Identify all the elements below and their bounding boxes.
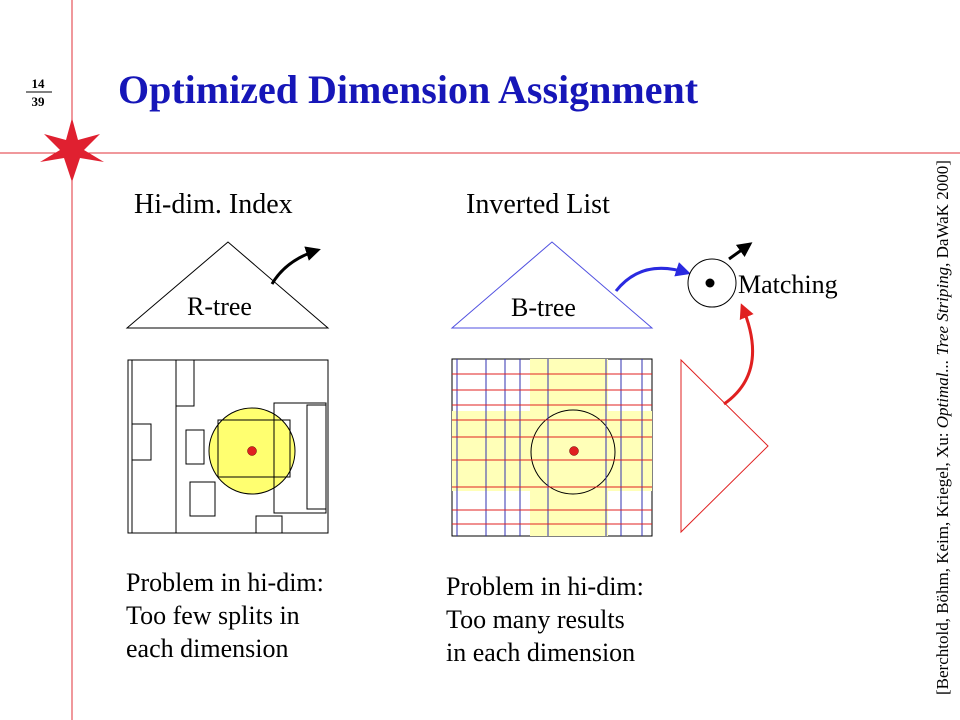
matching-dot xyxy=(705,278,715,288)
query-point xyxy=(569,446,579,456)
b-tree-to-matching-arrow xyxy=(614,262,691,292)
slide-title: Optimized Dimension Assignment xyxy=(118,67,699,112)
right-problem-line: Too many results xyxy=(446,605,625,634)
inverted-list-heading: Inverted List xyxy=(466,189,610,220)
star-icon xyxy=(40,118,104,182)
matching-label: Matching xyxy=(738,270,838,299)
left-problem-line: each dimension xyxy=(126,634,289,663)
b-tree-label: B-tree xyxy=(511,293,576,322)
right-problem-text: Problem in hi-dim: Too many results in e… xyxy=(446,570,644,669)
matching-exit-arrow xyxy=(728,242,753,261)
funnel-triangle xyxy=(680,358,769,534)
left-problem-line: Too few splits in xyxy=(126,601,300,630)
r-tree-label: R-tree xyxy=(187,292,252,321)
hi-dim-index-heading: Hi-dim. Index xyxy=(134,189,293,220)
citation-suffix: , DaWaK 2000] xyxy=(933,160,952,267)
citation-italic: Optimal... Tree Striping xyxy=(933,266,952,429)
inverted-list-data-space xyxy=(451,358,653,537)
citation: [Berchtold, Böhm, Keim, Kriegel, Xu: Opt… xyxy=(933,160,953,695)
left-problem-line: Problem in hi-dim: xyxy=(126,568,324,597)
b-tree-triangle xyxy=(450,241,654,329)
r-tree-data-space xyxy=(127,359,329,534)
citation-prefix: [Berchtold, Böhm, Keim, Kriegel, Xu: xyxy=(933,428,952,695)
left-problem-text: Problem in hi-dim: Too few splits in eac… xyxy=(126,566,324,665)
right-problem-line: Problem in hi-dim: xyxy=(446,572,644,601)
funnel-to-matching-arrow xyxy=(723,303,755,406)
r-tree-exit-arrow xyxy=(270,246,321,285)
query-point xyxy=(247,446,257,456)
r-tree-triangle xyxy=(125,241,330,329)
horizontal-stripe xyxy=(452,411,652,491)
right-problem-line: in each dimension xyxy=(446,638,636,667)
page-number-total: 39 xyxy=(31,94,45,109)
query-region xyxy=(530,409,616,495)
page-number-current: 14 xyxy=(31,76,45,91)
